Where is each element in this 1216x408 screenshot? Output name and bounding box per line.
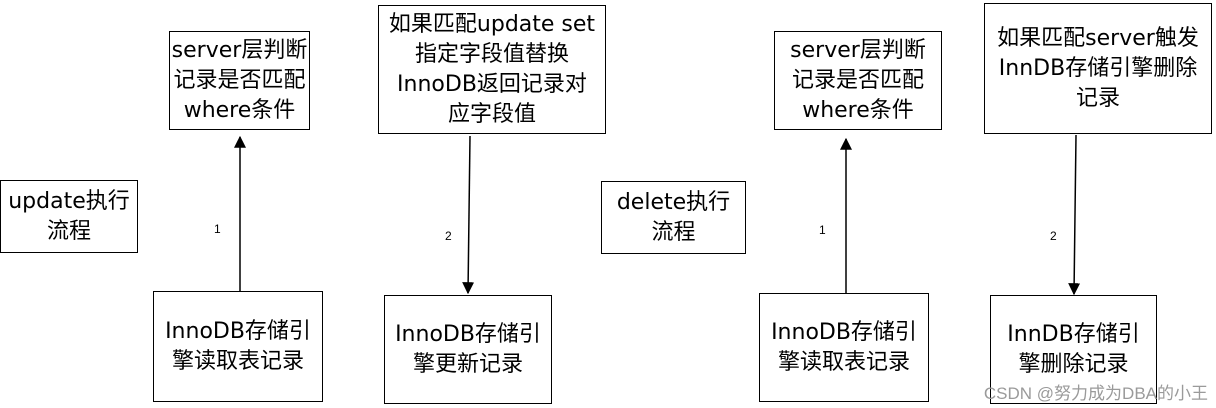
delete-step-1-label: 1	[819, 223, 826, 237]
delete-flow-title: delete执行 流程	[601, 181, 746, 254]
delete-read-box: InnoDB存储引 擎读取表记录	[759, 293, 929, 402]
update-read-box: InnoDB存储引 擎读取表记录	[153, 291, 323, 402]
update-write-box: InnoDB存储引 擎更新记录	[384, 295, 552, 404]
delete-arrow-2	[1068, 134, 1081, 296]
delete-trigger-box: 如果匹配server触发 InnDB存储引擎删除 记录	[984, 3, 1212, 134]
update-replace-box: 如果匹配update set 指定字段值替换 InnoDB返回记录对 应字段值	[378, 5, 606, 134]
update-server-match-box: server层判断 记录是否匹配 where条件	[169, 31, 310, 130]
delete-remove-box: InnDB存储引 擎删除记录	[990, 295, 1157, 404]
update-step-1-label: 1	[214, 222, 221, 236]
delete-step-2-label: 2	[1050, 229, 1057, 243]
update-arrow-2	[462, 135, 475, 295]
update-flow-title: update执行 流程	[0, 180, 138, 253]
csdn-watermark: CSDN @努力成为DBA的小王	[983, 384, 1208, 403]
update-step-2-label: 2	[445, 229, 452, 243]
delete-server-match-box: server层判断 记录是否匹配 where条件	[774, 31, 942, 130]
